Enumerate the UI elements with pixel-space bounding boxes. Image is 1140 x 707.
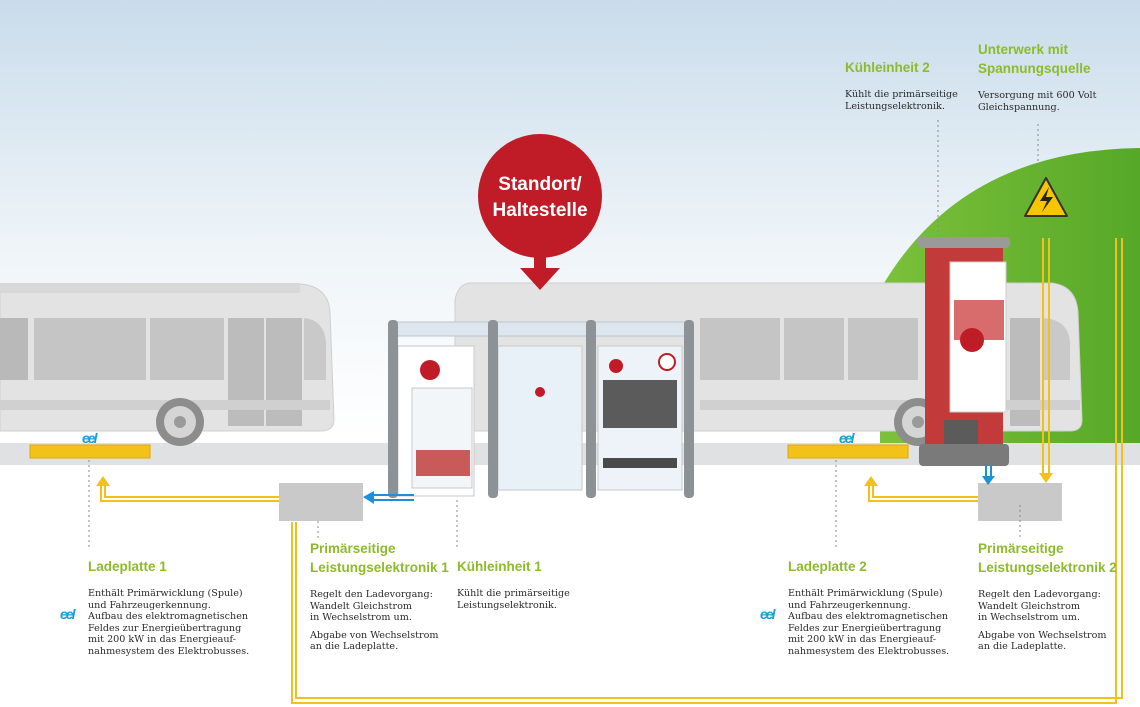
callout-title-line: Leistungselektronik 2 [978,560,1117,575]
callout-body-line: Wandelt Gleichstrom [978,600,1080,612]
eel-logo-icon: eel [60,606,76,622]
bus-shelter [388,320,694,498]
bus-left [0,283,335,446]
callout-body-line: an die Ladeplatte. [310,641,399,653]
callout-title-line: Kühleinheit 2 [845,60,930,75]
eel-logo-icon: eel [839,430,855,446]
standort-marker [478,134,602,290]
callout-body-line: an die Ladeplatte. [978,641,1067,653]
callout-body: Regelt den Ladevorgang:Wandelt Gleichstr… [310,589,460,653]
callout-body: Regelt den Ladevorgang:Wandelt Gleichstr… [978,589,1128,653]
callout-title: Kühleinheit 1 [457,557,607,576]
callout-body-line: Leistungselektronik. [457,599,557,611]
callout-ladeplatte-1: Ladeplatte 1 Enthält Primärwicklung (Spul… [88,557,278,664]
callout-title-line: Leistungselektronik 1 [310,560,449,575]
callout-body-line: Abgabe von Wechselstrom [310,629,439,641]
high-voltage-warning-icon [1024,177,1068,217]
callout-body-line: Versorgung mit 600 Volt [978,90,1097,101]
callout-body-line: Enthält Primärwicklung (Spule) [88,588,243,599]
callout-body-line: Abgabe von Wechselstrom [978,629,1107,641]
eel-logo-icon: eel [760,606,776,622]
callout-body-line: und Fahrzeugerkennung. [788,599,911,611]
callout-body-line: nahmesystem des Elektrobusses. [88,645,250,657]
callout-body: Enthält Primärwicklung (Spule)und Fahrze… [788,588,978,658]
callout-body-line: Regelt den Ladevorgang: [310,589,433,600]
callout-ladeplatte-2: Ladeplatte 2 Enthält Primärwicklung (Spul… [788,557,978,664]
callout-body-line: Aufbau des elektromagnetischen [788,611,949,623]
callout-body-line: Wandelt Gleichstrom [310,600,412,612]
callout-title-line: Primärseitige [978,541,1064,556]
callout-title-line: Unterwerk mit [978,42,1069,57]
callout-paragraph: Regelt den Ladevorgang:Wandelt Gleichstr… [310,589,460,624]
callout-body-line: Kühlt die primärseitige [845,89,958,100]
callout-paragraph: Enthält Primärwicklung (Spule)und Fahrze… [788,588,978,658]
callout-title: Kühleinheit 2 [845,58,975,77]
cooling-arrowheads [363,476,995,504]
callout-body-line: in Wechselstrom um. [978,612,1080,624]
callout-title: Ladeplatte 1 [88,557,278,576]
primaerseitige-leistungselektronik-2-box [978,483,1062,521]
callout-body-line: Aufbau des elektromagnetischen [88,611,249,623]
power-arrowheads [96,473,1053,486]
callout-body-line: Enthält Primärwicklung (Spule) [788,588,943,599]
callout-paragraph: Regelt den Ladevorgang:Wandelt Gleichstr… [978,589,1128,624]
callout-title-line: Primärseitige [310,541,396,556]
standort-line1: Standort/ [498,174,582,195]
standort-line2: Haltestelle [492,200,588,221]
callout-body-line: in Wechselstrom um. [310,612,412,624]
callout-title-line: Ladeplatte 1 [88,559,167,574]
callout-body-line: mit 200 kW in das Energieauf- [88,634,236,646]
standort-label: Standort/ Haltestelle [470,172,610,224]
callout-body-line: Feldes zur Energieübertragung [88,622,242,634]
callout-body-line: mit 200 kW in das Energieauf- [788,634,936,646]
callout-body-line: und Fahrzeugerkennung. [88,599,211,611]
callout-title-line: Spannungsquelle [978,61,1091,76]
callout-body-line: nahmesystem des Elektrobusses. [788,645,950,657]
callout-title: Ladeplatte 2 [788,557,978,576]
callout-body-line: Regelt den Ladevorgang: [978,589,1101,600]
cooling-lines [372,465,992,501]
ladeplatte-2-plate [787,444,909,459]
power-lines [100,238,1123,704]
callout-body: Enthält Primärwicklung (Spule)und Fahrze… [88,588,278,658]
advertising-column [917,237,1010,466]
callout-body-line: Feldes zur Energieübertragung [788,622,942,634]
callout-body-line: Leistungselektronik. [845,100,945,112]
ladeplatte-1-plate [29,444,151,459]
eel-logo-icon: eel [82,430,98,446]
callout-body-line: Kühlt die primärseitige [457,588,570,599]
leader-lines [88,120,1039,548]
callout-title-line: Ladeplatte 2 [788,559,867,574]
callout-paragraph: Enthält Primärwicklung (Spule)und Fahrze… [88,588,278,658]
callout-title-line: Kühleinheit 1 [457,559,542,574]
primaerseitige-leistungselektronik-1-box [279,483,363,521]
callout-body-line: Gleichspannung. [978,101,1060,113]
